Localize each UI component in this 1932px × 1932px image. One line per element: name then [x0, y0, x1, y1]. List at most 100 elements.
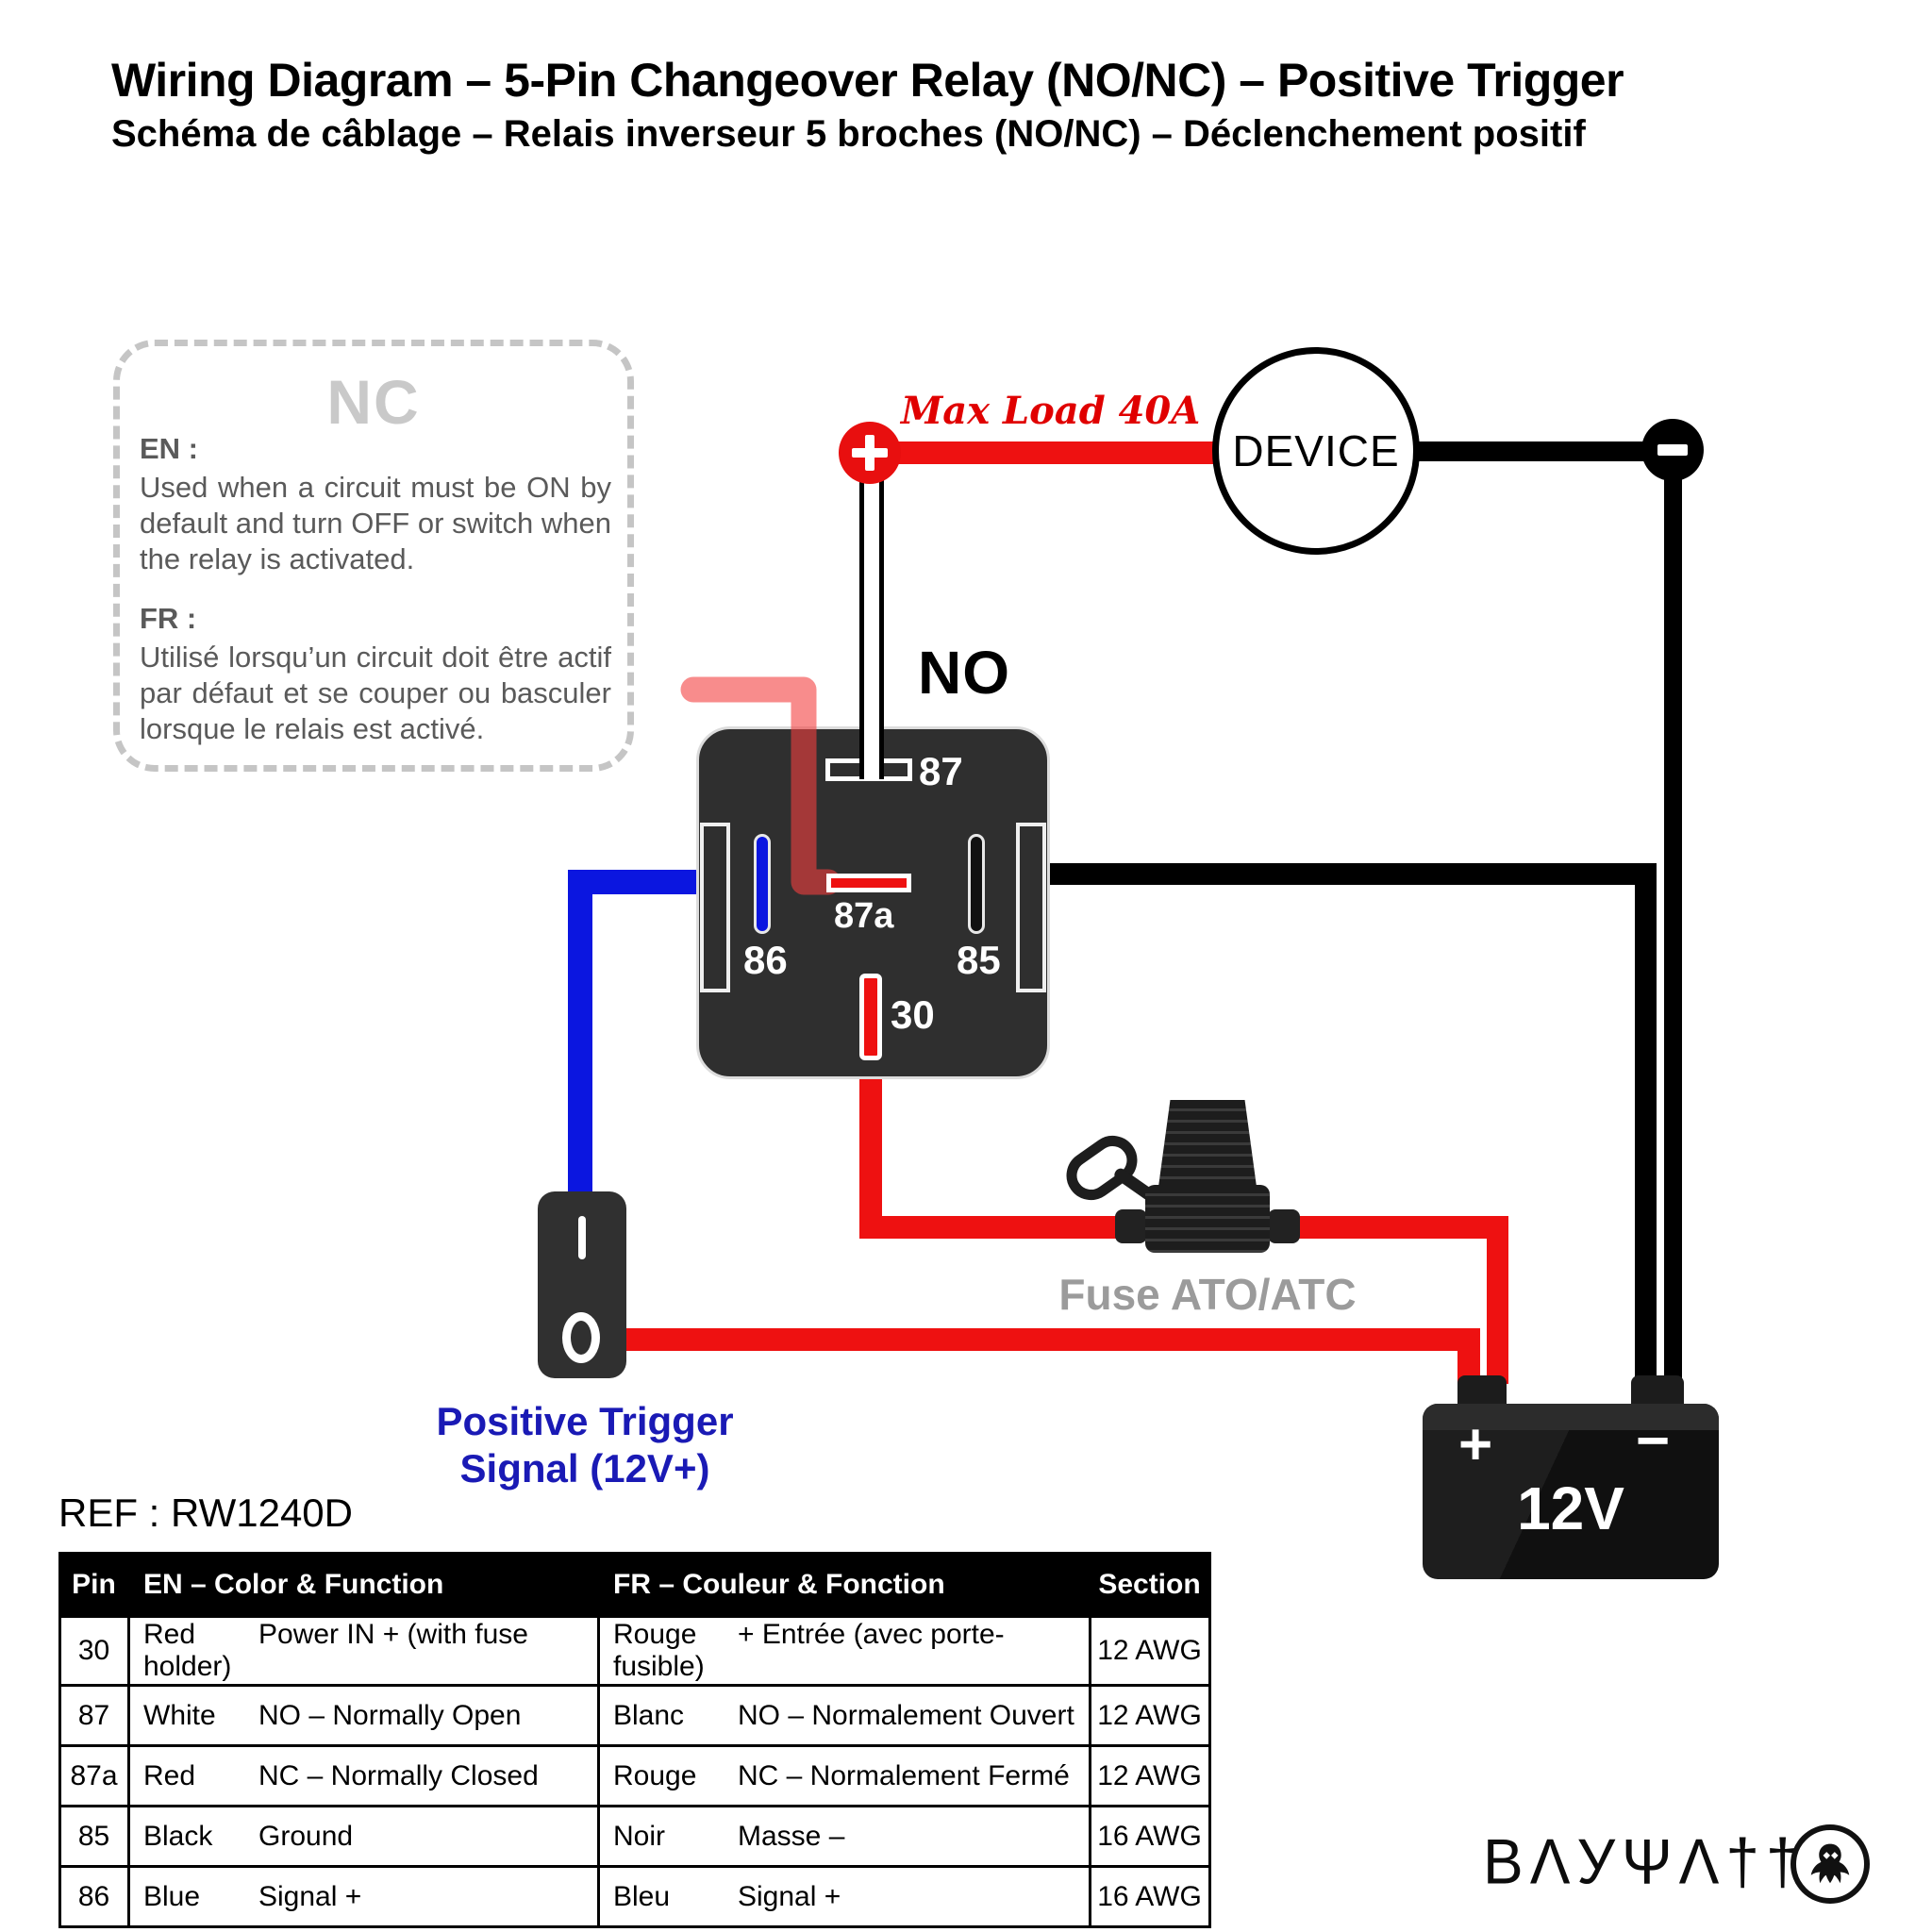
- wire-black-pin85-vertical: [1635, 863, 1657, 1383]
- fuse-label: Fuse ATO/ATC: [1058, 1270, 1357, 1319]
- plus-bar-v: [865, 435, 874, 471]
- relay-pin87a-label: 87a: [834, 896, 894, 936]
- table-row: 87a Red NC – Normally Closed Rouge NC – No…: [58, 1744, 1211, 1807]
- nc-note-fr-text: Utilisé lorsqu’un circuit doit être acti…: [140, 641, 611, 745]
- en-function: Power IN + (with fuse holder): [143, 1619, 528, 1682]
- relay-pin85-label: 85: [957, 938, 1001, 982]
- en-cell: Blue Signal +: [127, 1865, 600, 1928]
- col-header-en: EN – Color & Function: [127, 1552, 600, 1618]
- switch-on-mark: [578, 1216, 586, 1259]
- relay-pin30-slot: [859, 974, 882, 1060]
- fuse-nipple-right: [1268, 1209, 1300, 1243]
- en-color: Black: [143, 1820, 213, 1852]
- fr-color: Blanc: [613, 1699, 685, 1731]
- relay-pin85-slot: [968, 834, 985, 934]
- en-function: Signal +: [258, 1880, 362, 1912]
- fr-cell: Rouge+ Entrée (avec porte-fusible): [597, 1615, 1091, 1687]
- battery-plus-symbol: +: [1458, 1412, 1493, 1477]
- nc-note-en-label: EN :: [140, 432, 198, 465]
- col-header-pin: Pin: [58, 1552, 130, 1618]
- nc-note-title: NC: [326, 367, 421, 437]
- no-path-label: NO: [918, 639, 1010, 707]
- en-cell: Black Ground: [127, 1805, 600, 1868]
- brand-logo-text: ΒΛУΨΛ††: [1483, 1824, 1807, 1898]
- fr-cell: Blanc NO – Normalement Ouvert: [597, 1684, 1091, 1747]
- device-node: DEVICE: [1212, 347, 1420, 555]
- battery-top-strip: [1423, 1404, 1719, 1430]
- max-load-label: Max Load 40A: [901, 389, 1201, 433]
- fr-color: Rouge: [613, 1619, 697, 1650]
- relay-pin87-label: 87: [919, 749, 963, 793]
- relay-pin86-label: 86: [743, 938, 788, 982]
- relay-bracket-left: [700, 823, 730, 992]
- nc-note-fr-label: FR :: [140, 602, 197, 635]
- wire-red-pin30-vertical: [859, 1049, 882, 1238]
- relay-pin87a-slot: [826, 874, 911, 892]
- section-cell: 16 AWG: [1089, 1865, 1211, 1928]
- en-color: Red: [143, 1619, 196, 1650]
- battery: + − 12V: [1423, 1404, 1719, 1579]
- spectre-octopus-glyph: [1810, 1843, 1850, 1884]
- pin-cell: 87a: [58, 1744, 130, 1807]
- wire-black-negative-to-battery: [1664, 476, 1682, 1382]
- spectre-octopus-icon: [1790, 1824, 1870, 1904]
- positive-trigger-line1: Positive Trigger: [436, 1399, 734, 1443]
- negative-terminal-icon: [1641, 419, 1704, 481]
- pin-cell: 85: [58, 1805, 130, 1868]
- wire-blue-pin86-vertical: [568, 870, 592, 1200]
- nc-note-box: [113, 340, 634, 772]
- positive-trigger-label: Positive Trigger Signal (12V+): [425, 1398, 745, 1492]
- en-color: Red: [143, 1759, 196, 1791]
- minus-bar: [1657, 444, 1688, 456]
- fr-function: Signal +: [738, 1880, 841, 1912]
- wire-white-no-pin87: [859, 479, 884, 779]
- pin-table: Pin EN – Color & Function FR – Couleur &…: [58, 1552, 1211, 1928]
- fr-function: NO – Normalement Ouvert: [738, 1699, 1074, 1731]
- fr-function: NC – Normalement Fermé: [738, 1759, 1070, 1791]
- positive-terminal-icon: [839, 422, 901, 484]
- fr-color: Noir: [613, 1820, 666, 1852]
- fr-function: Masse –: [738, 1820, 845, 1852]
- col-header-section: Section: [1089, 1552, 1211, 1618]
- fr-color: Rouge: [613, 1759, 697, 1791]
- wire-red-nc-pin87a: [680, 676, 841, 895]
- switch-off-mark: [562, 1312, 600, 1363]
- section-cell: 12 AWG: [1089, 1744, 1211, 1807]
- device-label: DEVICE: [1232, 426, 1400, 475]
- fuse-strap-loop: [1057, 1125, 1147, 1210]
- en-cell: Red NC – Normally Closed: [127, 1744, 600, 1807]
- section-cell: 12 AWG: [1089, 1684, 1211, 1747]
- fuse-body: [1145, 1185, 1270, 1253]
- battery-minus-symbol: −: [1636, 1408, 1671, 1474]
- section-cell: 16 AWG: [1089, 1805, 1211, 1868]
- relay-pin30-label: 30: [891, 992, 935, 1037]
- fr-cell: Rouge NC – Normalement Fermé: [597, 1744, 1091, 1807]
- ref-label: REF : RW1240D: [58, 1491, 353, 1535]
- fr-cell: Bleu Signal +: [597, 1865, 1091, 1928]
- wire-red-switch-horizontal: [611, 1328, 1479, 1351]
- fuse-cap: [1158, 1100, 1257, 1187]
- fuse-nipple-left: [1115, 1209, 1147, 1243]
- en-function: NC – Normally Closed: [258, 1759, 539, 1791]
- trigger-switch: [538, 1191, 626, 1378]
- wire-black-pin85-horizontal: [981, 863, 1657, 885]
- col-header-fr: FR – Couleur & Fonction: [597, 1552, 1091, 1618]
- en-function: Ground: [258, 1820, 354, 1852]
- wire-red-fuse-to-battery: [1487, 1216, 1508, 1384]
- en-color: Blue: [143, 1880, 201, 1912]
- en-function: NO – Normally Open: [258, 1699, 522, 1731]
- fr-function: + Entrée (avec porte-fusible): [613, 1619, 1005, 1682]
- relay-bracket-right: [1016, 823, 1046, 992]
- pin-cell: 30: [58, 1615, 130, 1687]
- positive-trigger-line2: Signal (12V+): [459, 1446, 710, 1491]
- nc-note-en-text: Used when a circuit must be ON by defaul…: [140, 471, 611, 575]
- table-row: 85 Black Ground Noir Masse – 16 AWG: [58, 1805, 1211, 1868]
- page-title: Wiring Diagram – 5-Pin Changeover Relay …: [111, 54, 1624, 107]
- table-header-row: Pin EN – Color & Function FR – Couleur &…: [58, 1552, 1211, 1618]
- pin-cell: 87: [58, 1684, 130, 1747]
- fr-color: Bleu: [613, 1880, 671, 1912]
